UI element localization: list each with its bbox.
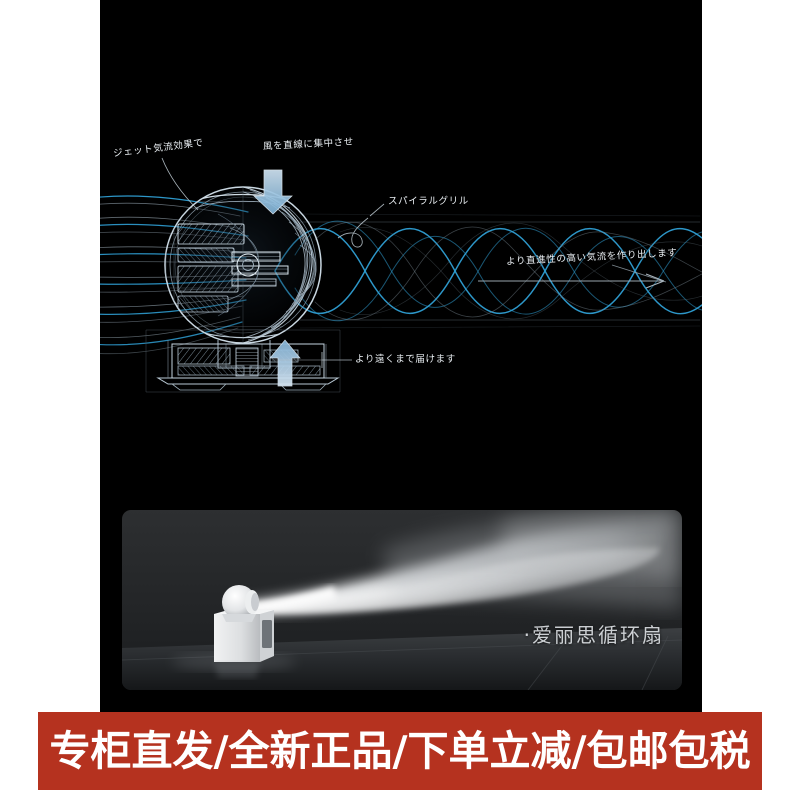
- base-arrow-up-icon: [269, 339, 301, 387]
- photo-watermark: ·爱丽思循环扇: [523, 623, 664, 647]
- label-reaches-farther: より遠くまで届けます: [355, 354, 456, 365]
- circulator-fan-unit: [214, 585, 274, 678]
- technical-diagram-canvas: ジェット気流効果で 風を直線に集中させ スパイラルグリル より直進性の高い気流を…: [100, 0, 702, 712]
- fan-head-cutaway: [163, 185, 323, 369]
- smoke-photo-graphic: [122, 510, 682, 690]
- airflow-arrow-right-icon: [478, 264, 667, 289]
- airflow-diagram-svg: [100, 157, 702, 393]
- smoke-visualization-photo: ·爱丽思循环扇: [122, 510, 682, 690]
- callout-leader-lines: [161, 157, 385, 368]
- diagram-stage: ジェット気流効果で 風を直線に集中させ スパイラルグリル より直進性の高い気流を…: [100, 0, 702, 430]
- label-spiral-grill: スパイラルグリル: [388, 196, 469, 207]
- intake-arrow-down-icon: [253, 169, 293, 215]
- spiral-airflow-streamlines: [274, 213, 702, 329]
- smoke-plume: [242, 510, 682, 614]
- promo-banner-text: 专柜直发/全新正品/下单立减/包邮包税: [49, 726, 751, 775]
- promo-banner[interactable]: 专柜直发/全新正品/下单立减/包邮包税: [38, 712, 762, 790]
